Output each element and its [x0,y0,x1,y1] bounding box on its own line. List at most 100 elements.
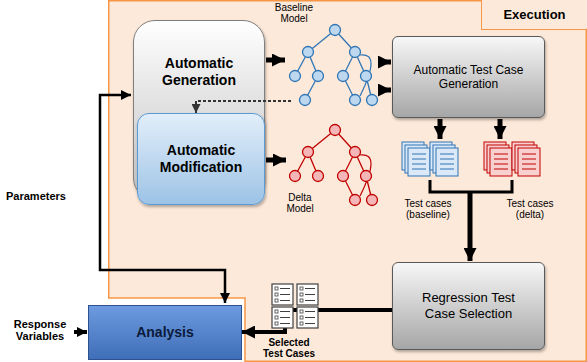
box-label: Automatic Test Case Generation [411,63,526,92]
tree-node [361,71,372,82]
icon-check [300,299,303,302]
tree-node [367,95,378,106]
test-case-card [518,148,540,176]
merge-lines [430,180,512,192]
tree-node [338,171,349,182]
icon-check [275,316,278,319]
selected-label: Selected Test Cases [258,337,320,359]
test-case-card [408,148,430,176]
icon-line [280,294,290,295]
tree-node [361,171,372,182]
test-case-label: Test cases (delta) [498,198,562,220]
icon-line [305,294,315,295]
region-heading: Execution [481,0,587,30]
icon-line [280,311,290,312]
card-line [522,169,536,170]
card-line [522,154,536,155]
tree-node [338,71,349,82]
tree-node [350,147,361,158]
test-case-card [490,148,512,176]
icon-outline [272,284,293,305]
block-arrow [266,58,285,63]
card-outline [490,148,512,176]
model-trees [290,25,378,206]
icon-line [305,300,315,301]
icon-line [280,317,290,318]
tree-back-edge [360,55,371,96]
selected-test-icon [272,284,293,305]
icon-check [275,287,278,290]
selected-test-icon [272,307,293,328]
response-label: Response Variables [8,318,72,342]
box-label: Automatic Generation [142,55,256,89]
block-arrow [266,158,286,163]
parameter-label: Parameters [6,190,86,202]
icon-outline [297,284,318,305]
block-arrow [438,119,443,139]
icon-line [305,288,315,289]
analysis-box: Analysis [88,305,242,360]
icon-check [275,293,278,296]
icon-line [280,288,290,289]
icon-check [300,310,303,313]
block-arrow [378,60,391,65]
process-box: Regression Test Case Selection [392,262,545,350]
selected-test-icon [297,284,318,305]
box-label: Regression Test Case Selection [411,290,526,321]
tree-node [367,195,378,206]
test-case-card [436,148,458,176]
tree-node [303,47,314,58]
icon-check [275,322,278,325]
card-line [522,164,536,165]
card-outline [436,148,458,176]
card-line [412,164,426,165]
tree-node [290,171,301,182]
card-line [412,159,426,160]
modification-box: Automatic Modification [137,113,265,205]
card-line [522,159,536,160]
tree-node [350,195,361,206]
baseline-tree [290,25,378,106]
response-wire [74,330,87,334]
parameter-wire [100,95,131,180]
icon-check [300,316,303,319]
icon-line [305,323,315,324]
card-line [494,169,508,170]
model-label: Baseline Model [268,2,320,24]
icon-outline [297,307,318,328]
merge-line [470,180,512,192]
tree-node [303,147,314,158]
tree-node [350,47,361,58]
icon-check [300,287,303,290]
tree-node [330,125,341,136]
icon-check [275,310,278,313]
card-outline [408,148,430,176]
derive-arrow-line [196,101,291,113]
merge-line [430,180,470,192]
icon-line [305,311,315,312]
process-box: Automatic Test Case Generation [392,36,545,118]
box-label: Analysis [136,324,194,341]
card-line [494,159,508,160]
icon-check [300,293,303,296]
tree-node [313,71,324,82]
block-arrow [498,119,503,139]
box-label: Automatic Modification [144,142,258,176]
card-line [494,154,508,155]
block-arrow [378,88,391,93]
card-line [440,159,454,160]
card-line [440,164,454,165]
tree-node [313,171,324,182]
icon-line [305,317,315,318]
tree-node [290,71,301,82]
tree-back-edge [360,155,371,196]
card-outline [518,148,540,176]
tree-node [350,95,361,106]
card-line [440,169,454,170]
icon-check [275,299,278,302]
card-line [412,154,426,155]
icon-outline [272,307,293,328]
icon-check [300,322,303,325]
card-line [440,154,454,155]
test-case-label: Test cases (baseline) [396,198,460,220]
